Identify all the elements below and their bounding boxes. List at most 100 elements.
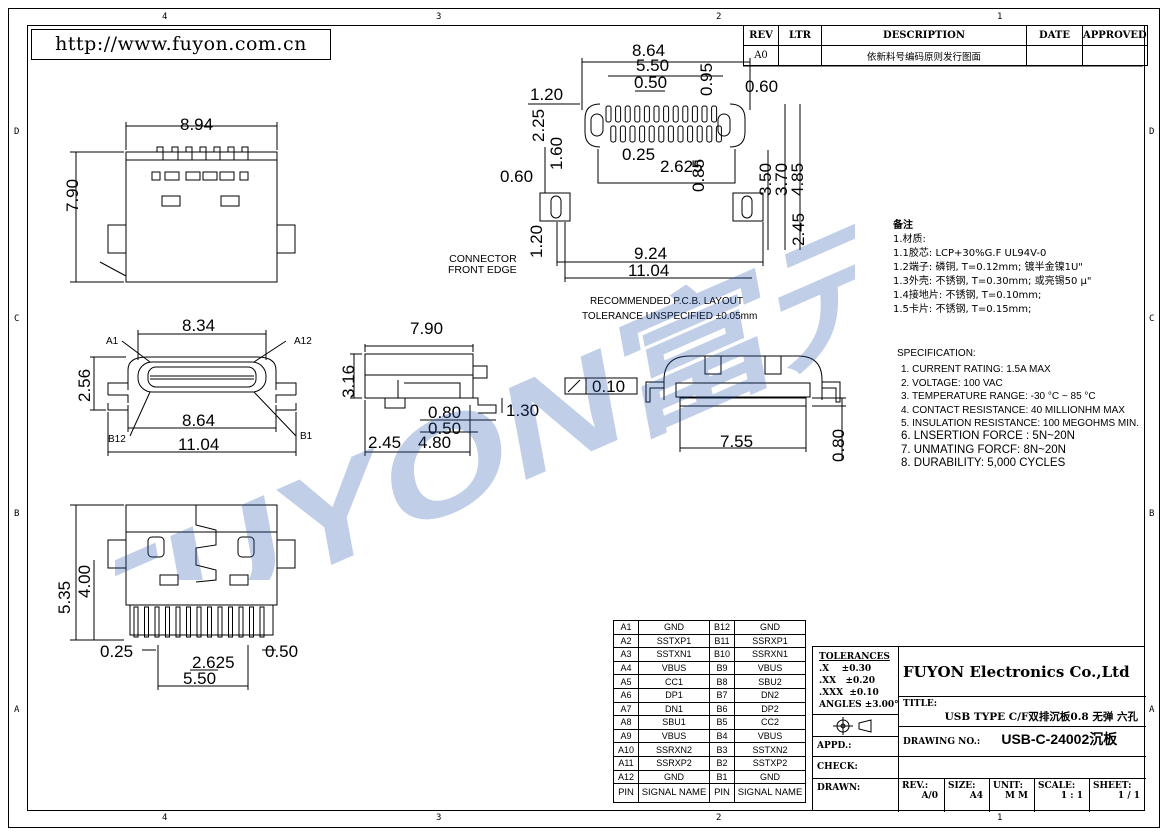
- tolerances-title: TOLERANCES: [819, 652, 890, 662]
- rev-header: REV: [743, 25, 779, 46]
- rev-label: REV.:: [902, 781, 929, 791]
- pin-b-cell: B9: [709, 660, 735, 676]
- spec-title: SPECIFICATION:: [897, 348, 976, 359]
- zone-left-D: D: [14, 127, 20, 137]
- pcb-layout-tolerance: TOLERANCE UNSPECIFIED ±0.05mm: [582, 311, 758, 322]
- dim-side-4-80: 4.80: [418, 433, 452, 452]
- dim-bottom-0-50: 0.50: [265, 642, 299, 661]
- signal-b-cell: DP2: [734, 701, 806, 717]
- spec-line: 6. LNSERTION FORCE : 5N~20N: [901, 430, 1075, 443]
- dim-side-2-45: 2.45: [368, 433, 402, 452]
- signal-b-cell: SSRXN1: [734, 647, 806, 662]
- pin-b-cell: B4: [709, 728, 735, 744]
- zone-bottom-3: 3: [436, 813, 442, 823]
- pin-a-cell: A8: [613, 715, 639, 730]
- pin-a-cell: A3: [613, 647, 639, 662]
- scale-value: 1 : 1: [1060, 791, 1083, 801]
- spec-line: 4. CONTACT RESISTANCE: 40 MILLIONHM MAX: [901, 404, 1125, 416]
- notes-line: 1.1胶芯: LCP+30%G.F UL94V-0: [893, 248, 1047, 259]
- rev-value: A/0: [921, 791, 938, 801]
- signal-a-cell: VBUS: [638, 728, 710, 744]
- dim-top-width: 8.94: [180, 115, 214, 134]
- pin-b-cell: B7: [709, 687, 735, 703]
- sheet-cell: SHEET: 1 / 1: [1090, 779, 1146, 812]
- pin-b-cell: B6: [709, 701, 735, 717]
- revision-table: REV LTR DESCRIPTION DATE APPROVED A0 依新料…: [743, 25, 1148, 66]
- rev-value: A0: [743, 45, 779, 66]
- dim-pcb-0-85: 0.85: [689, 158, 708, 192]
- signal-b-cell: SSTXP2: [734, 755, 806, 771]
- size-cell: SIZE: A4: [945, 779, 990, 812]
- spec-line: 8. DURABILITY: 5,000 CYCLES: [901, 457, 1066, 470]
- pin-col-header: PIN: [709, 783, 735, 804]
- dim-pcb-1-20-side: 1.20: [527, 224, 546, 258]
- label-b12: B12: [108, 434, 126, 445]
- dim-rear-height: 0.80: [829, 428, 848, 462]
- zone-left-A: A: [14, 705, 20, 715]
- sheet-value: 1 / 1: [1117, 791, 1140, 801]
- dim-front-mid-width: 8.64: [182, 411, 216, 430]
- check-cell: CHECK:: [813, 757, 899, 779]
- notes-line: 1.2端子: 磷铜, T=0.12mm; 镀半金镍1U": [893, 262, 1083, 273]
- dim-pcb-0-60-side: 0.60: [500, 167, 534, 186]
- drawing-no-value: USB-C-24002沉板: [1001, 731, 1118, 747]
- description-value: 依新料号编码原则发行图面: [821, 45, 1027, 66]
- spec-line: 2. VOLTAGE: 100 VAC: [901, 377, 1003, 389]
- notes-line: 1.材质:: [893, 234, 926, 245]
- dim-pcb-11-04: 11.04: [628, 261, 670, 280]
- signal-b-cell: SBU2: [734, 674, 806, 689]
- signal-a-cell: CC1: [638, 674, 710, 689]
- zone-right-C: C: [1149, 314, 1155, 324]
- dim-pcb-8-64: 8.64: [632, 41, 666, 60]
- zone-top-3: 3: [436, 12, 442, 22]
- dim-pcb-5-50: 5.50: [636, 56, 670, 75]
- label-connector-front-edge: CONNECTOR FRONT EDGE: [448, 253, 517, 276]
- unit-cell: UNIT: M M: [990, 779, 1035, 812]
- signal-a-cell: SSTXN1: [638, 647, 710, 662]
- tolerance-line: .X ±0.30: [819, 664, 872, 674]
- appd-cell: APPD.:: [813, 737, 899, 757]
- pin-a-cell: A7: [613, 701, 639, 717]
- signal-b-cell: SSRXP1: [734, 633, 806, 649]
- date-header: DATE: [1026, 25, 1083, 46]
- pcb-layout-title: RECOMMENDED P.C.B. LAYOUT: [590, 296, 743, 307]
- projection-symbol-icon: [833, 717, 872, 735]
- label-b1: B1: [300, 431, 313, 442]
- title-block-divider: [813, 778, 1146, 779]
- notes-title: 备注: [893, 220, 913, 231]
- scale-cell: SCALE: 1 : 1: [1035, 779, 1090, 812]
- label-a1: A1: [106, 336, 119, 347]
- zone-bottom-2: 2: [716, 813, 722, 823]
- dim-pcb-0-50: 0.50: [634, 73, 668, 92]
- scale-label: SCALE:: [1038, 781, 1076, 791]
- title-label: TITLE:: [903, 699, 938, 709]
- title-cell: TITLE: USB TYPE C/F双排沉板0.8 无弹 六孔: [899, 697, 1146, 727]
- pin-b-cell: B8: [709, 674, 735, 689]
- pin-b-cell: B11: [709, 633, 735, 649]
- dim-rear-width: 7.55: [720, 432, 754, 451]
- projection-symbol: [813, 715, 899, 737]
- drawing-no-label: DRAWING NO.:: [903, 737, 981, 747]
- signal-b-cell: DN2: [734, 687, 806, 703]
- dim-front-outer-width: 11.04: [178, 435, 220, 454]
- dim-side-0-80: 0.80: [428, 403, 462, 422]
- unit-label: UNIT:: [993, 781, 1023, 791]
- pin-a-cell: A10: [613, 742, 639, 757]
- pin-b-cell: B12: [709, 620, 735, 635]
- pin-a-cell: A12: [613, 769, 639, 785]
- dim-pcb-2-25: 2.25: [529, 108, 548, 142]
- dim-pcb-0-60-top: 0.60: [745, 77, 779, 96]
- company-name: FUYON Electronics Co.,Ltd: [899, 647, 1146, 697]
- dim-side-1-30: 1.30: [506, 401, 540, 420]
- signal-a-cell: GND: [638, 620, 710, 635]
- signal-a-cell: SSRXN2: [638, 742, 710, 757]
